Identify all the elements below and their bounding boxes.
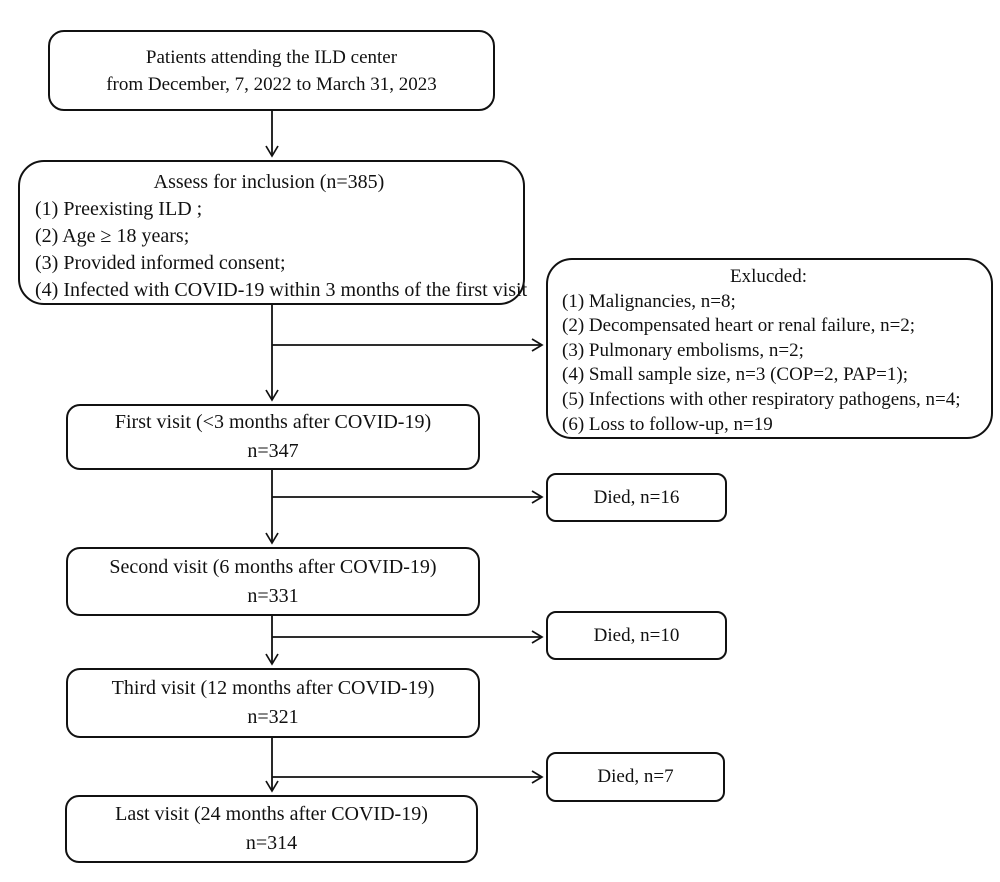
second-visit-count: n=331 — [247, 584, 299, 607]
first-visit-count: n=347 — [247, 440, 299, 462]
patients-box-line2: from December, 7, 2022 to March 31, 2023 — [106, 73, 437, 95]
died-after-third-box: Died, n=7 — [546, 752, 725, 802]
died-after-second-label: Died, n=10 — [593, 624, 680, 646]
died-after-first-label: Died, n=16 — [593, 486, 680, 508]
patients-box: Patients attending the ILD center from D… — [48, 30, 495, 111]
excluded-box: Exlucded: (1) Malignancies, n=8; (2) Dec… — [546, 258, 993, 439]
patients-box-line1: Patients attending the ILD center — [145, 46, 398, 68]
excluded-reason-6: (6) Loss to follow-up, n=19 — [562, 413, 773, 435]
third-visit-label: Third visit (12 months after COVID-19) — [111, 677, 435, 699]
assess-criterion-4: (4) Infected with COVID-19 within 3 mont… — [35, 279, 528, 301]
assess-criterion-1: (1) Preexisting ILD ; — [35, 198, 203, 220]
last-visit-count: n=314 — [245, 832, 298, 854]
third-visit-count: n=321 — [247, 706, 299, 728]
died-after-first-box: Died, n=16 — [546, 473, 727, 522]
last-visit-box: Last visit (24 months after COVID-19) n=… — [65, 795, 478, 863]
excluded-reason-5: (5) Infections with other respiratory pa… — [562, 388, 961, 410]
assess-criterion-2: (2) Age ≥ 18 years; — [35, 225, 190, 247]
excluded-reason-2: (2) Decompensated heart or renal failure… — [562, 315, 916, 337]
second-visit-box: Second visit (6 months after COVID-19) n… — [66, 547, 480, 616]
first-visit-box: First visit (<3 months after COVID-19) n… — [66, 404, 480, 470]
last-visit-label: Last visit (24 months after COVID-19) — [115, 803, 428, 825]
excluded-reason-1: (1) Malignancies, n=8; — [562, 290, 736, 312]
died-after-third-label: Died, n=7 — [597, 766, 674, 787]
excluded-box-title: Exlucded: — [729, 266, 808, 287]
third-visit-box: Third visit (12 months after COVID-19) n… — [66, 668, 480, 738]
first-visit-label: First visit (<3 months after COVID-19) — [114, 411, 432, 433]
second-visit-label: Second visit (6 months after COVID-19) — [109, 555, 437, 578]
excluded-reason-4: (4) Small sample size, n=3 (COP=2, PAP=1… — [562, 364, 908, 386]
assess-criterion-3: (3) Provided informed consent; — [35, 252, 286, 274]
died-after-second-box: Died, n=10 — [546, 611, 727, 660]
excluded-reason-3: (3) Pulmonary embolisms, n=2; — [562, 339, 804, 361]
assess-box: Assess for inclusion (n=385) (1) Preexis… — [18, 160, 528, 305]
assess-box-title: Assess for inclusion (n=385) — [153, 171, 385, 193]
